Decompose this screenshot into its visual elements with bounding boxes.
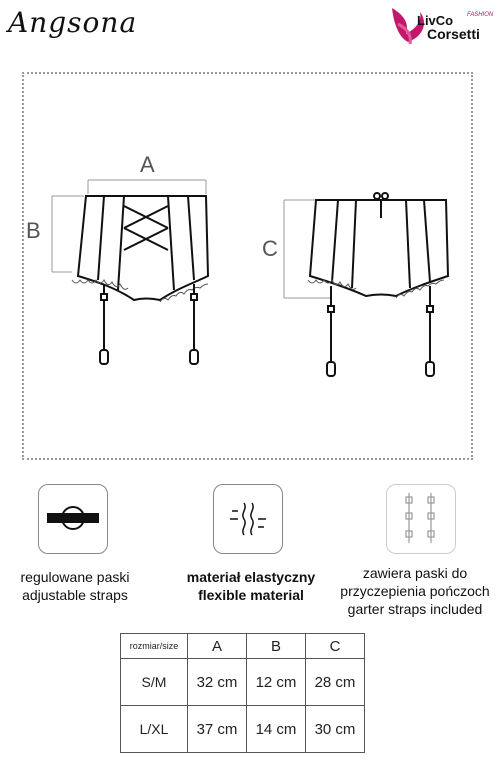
brand-logo-icon [392, 8, 424, 45]
product-name: Angsona [8, 6, 138, 39]
table-header-row: rozmiar/size A B C [120, 633, 365, 659]
back-garter-straps [326, 286, 435, 377]
column-header-a: A [187, 633, 247, 659]
brand-fashion-tag: FASHION [467, 12, 494, 18]
table-row: L/XL 37 cm 14 cm 30 cm [120, 705, 365, 753]
size-corner-label: rozmiar/size [120, 633, 188, 659]
feature-caption-elastic: materiał elastyczny flexible material [168, 568, 334, 604]
size-value: 37 cm [187, 705, 247, 753]
feature-line-en: garter straps included [347, 601, 483, 617]
back-lace-trim [307, 279, 445, 299]
size-value: 28 cm [305, 658, 365, 706]
diagram-frame [22, 72, 473, 460]
garter-belt-diagram [51, 179, 450, 377]
dimension-b-label: B [26, 218, 41, 243]
feature-line-pl-2: przyczepienia pończoch [340, 583, 490, 599]
brand-name-line1: LivCo [417, 13, 454, 28]
adjustable-strap-icon [38, 484, 108, 554]
front-view-belt [76, 195, 210, 302]
feature-line-en: flexible material [198, 587, 304, 603]
dimension-c-guide [283, 199, 332, 299]
feature-line-en: adjustable straps [22, 587, 128, 603]
size-value: 12 cm [246, 658, 306, 706]
feature-line-pl: materiał elastyczny [186, 569, 316, 585]
front-lace-trim [71, 279, 209, 303]
dimension-c-label: C [262, 236, 278, 261]
column-header-c: C [305, 633, 365, 659]
dimension-a-guide [87, 179, 207, 194]
elastic-material-icon [213, 484, 283, 554]
column-header-b: B [246, 633, 306, 659]
garter-straps-icon [386, 484, 456, 554]
dimension-a-label: A [140, 152, 155, 177]
size-table: rozmiar/size A B C S/M 32 cm 12 cm 28 cm… [120, 633, 365, 753]
feature-line-pl: regulowane paski [20, 569, 130, 585]
feature-caption-garter: zawiera paski do przyczepienia pończoch … [330, 564, 500, 618]
size-value: 32 cm [187, 658, 247, 706]
size-value: 14 cm [246, 705, 306, 753]
size-name: S/M [120, 658, 188, 706]
brand-name-line2: Corsetti [427, 26, 480, 42]
size-name: L/XL [120, 705, 188, 753]
back-view-belt [308, 192, 450, 298]
feature-caption-adjustable: regulowane paski adjustable straps [0, 568, 150, 604]
size-value: 30 cm [305, 705, 365, 753]
feature-line-pl: zawiera paski do [362, 565, 468, 581]
dimension-b-guide [51, 195, 84, 273]
front-garter-straps [99, 284, 199, 365]
table-row: S/M 32 cm 12 cm 28 cm [120, 658, 365, 706]
